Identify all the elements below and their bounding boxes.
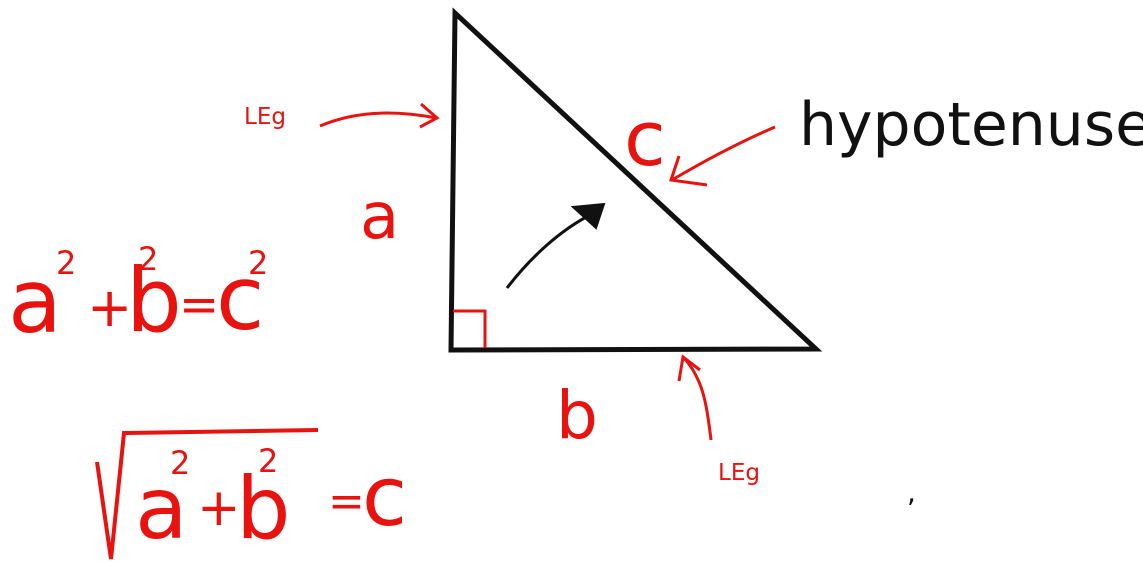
- equation-a-exponent: 2: [56, 244, 76, 282]
- leg-bottom-label: LEg: [718, 460, 760, 486]
- leg-bottom-arrow-line: [681, 355, 713, 441]
- root-result: c: [362, 450, 407, 545]
- side-a-label: a: [360, 180, 399, 254]
- equation-equals: =: [179, 277, 219, 333]
- inner-arrow-line: [505, 212, 593, 289]
- leg-top-arrow-line: [319, 111, 437, 128]
- root-equals: =: [328, 476, 365, 527]
- root-plus: +: [197, 478, 241, 538]
- stray-mark: ,: [907, 476, 916, 509]
- equation-b: b: [126, 249, 182, 352]
- equation-a: a: [8, 250, 62, 353]
- equation-plus: +: [87, 276, 132, 339]
- side-b-label: b: [556, 377, 598, 454]
- equation-square-root: a 2 + b 2 = c: [95, 428, 407, 560]
- right-triangle: [448, 7, 823, 353]
- leg-bottom-arrowhead-icon: [677, 354, 701, 382]
- leg-top-label: LEg: [244, 104, 286, 130]
- root-b-exponent: 2: [258, 442, 278, 480]
- root-a: a: [135, 459, 188, 559]
- equation-b-exponent: 2: [138, 240, 158, 278]
- root-b: b: [236, 459, 291, 559]
- right-angle-marker: [453, 309, 487, 348]
- inner-arrowhead-icon: [570, 202, 606, 230]
- side-c-label: c: [624, 94, 666, 183]
- equation-pythagorean: a 2 + b 2 = c 2: [8, 240, 268, 353]
- hypotenuse-label: hypotenuse: [799, 90, 1143, 160]
- square-root-icon: [95, 428, 319, 560]
- hypotenuse-arrowhead-icon: [669, 155, 708, 187]
- leg-top-arrowhead-icon: [419, 102, 440, 129]
- root-a-exponent: 2: [170, 444, 190, 482]
- equation-c-exponent: 2: [248, 244, 268, 282]
- hypotenuse-arrow-line: [671, 125, 776, 182]
- equation-c: c: [216, 247, 264, 350]
